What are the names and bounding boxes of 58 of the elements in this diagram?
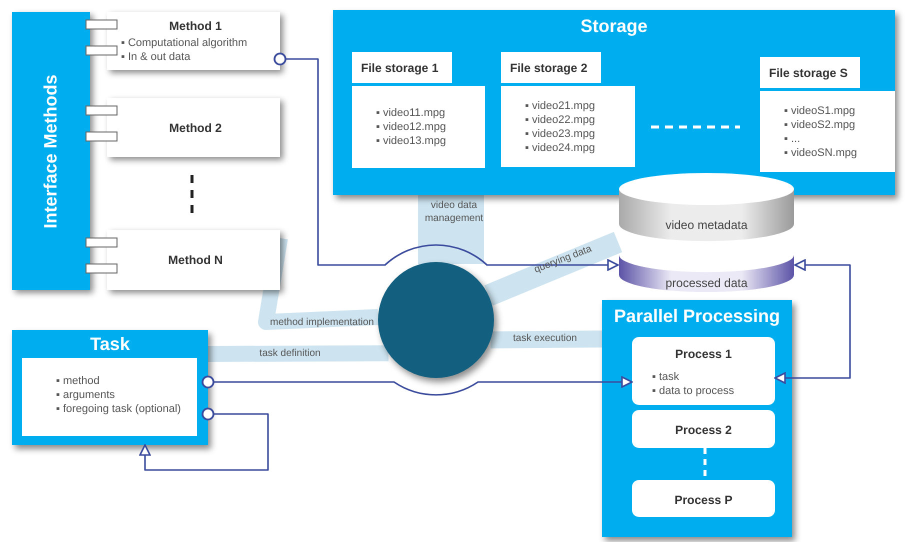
storage-tab: File storage 1 — [352, 52, 452, 83]
edge-label: task definition — [258, 347, 322, 360]
bullet-item: ▪ task — [652, 370, 680, 384]
bullet-item: ▪ videoS1.mpg — [784, 104, 856, 118]
panel-title: Parallel Processing — [612, 305, 782, 327]
method-title: Method N — [168, 252, 223, 268]
bullet-item: ▪ Computational algorithm — [121, 36, 248, 50]
database-cylinder — [618, 172, 795, 292]
cylinder-label: video metadata — [664, 218, 749, 232]
bullet-item: ▪ arguments — [56, 388, 115, 402]
process-box — [632, 480, 775, 517]
connector-arrow — [774, 259, 851, 384]
process-box — [632, 410, 775, 448]
group-panel — [602, 300, 792, 537]
method-box — [107, 98, 280, 157]
bullet-item: ▪ video22.mpg — [525, 112, 595, 126]
bullet-item: ▪ video11.mpg — [376, 106, 446, 120]
process-title: Process 2 — [674, 422, 733, 438]
group-panel — [333, 10, 895, 195]
storage-tab: File storage 2 — [501, 52, 601, 83]
bullet-item: ▪ videoS2.mpg — [784, 118, 856, 132]
edge-label: video data management — [424, 199, 484, 225]
bullet-item: ▪ foregoing task (optional) — [56, 402, 181, 416]
bullet-item: ▪ video13.mpg — [376, 134, 446, 148]
connector-arrow — [274, 52, 619, 271]
panel-title: Storage — [579, 15, 649, 37]
method-title: Method 2 — [169, 120, 222, 136]
method-box — [107, 230, 280, 290]
flow-band — [258, 236, 378, 330]
edge-label: method implementation — [269, 316, 375, 329]
interface-bar — [12, 12, 90, 290]
bullet-item: ▪ videoSN.mpg — [784, 146, 857, 160]
process-title: Process P — [673, 492, 734, 508]
bullet-item: ▪ ... — [784, 132, 800, 146]
bullet-item: ▪ video12.mpg — [376, 120, 446, 134]
storage-tab: File storage S — [760, 57, 860, 88]
bullet-item: ▪ In & out data — [121, 50, 190, 64]
flow-band — [490, 330, 602, 348]
bar-title: Interface Methods — [40, 74, 62, 228]
panel-title: Task — [89, 333, 131, 355]
flow-band — [208, 345, 389, 362]
connector-arrow — [139, 408, 269, 471]
edge-label: task execution — [512, 332, 578, 345]
bullet-item: ▪ data to process — [652, 384, 734, 398]
flow-band — [484, 232, 622, 306]
process-box — [632, 337, 775, 405]
task-panel — [12, 330, 208, 445]
process-title: Process 1 — [674, 346, 733, 362]
bullet-item: ▪ video24.mpg — [525, 140, 595, 154]
bullet-item: ▪ video21.mpg — [525, 98, 595, 112]
cylinder-label: processed data — [664, 276, 749, 290]
flow-band — [418, 195, 484, 264]
method-box — [107, 12, 280, 70]
bullet-item: ▪ method — [56, 374, 100, 388]
bullet-item: ▪ video23.mpg — [525, 126, 595, 140]
method-title: Method 1 — [168, 18, 223, 34]
connector-arrow — [202, 376, 633, 396]
server-circle — [378, 262, 494, 378]
